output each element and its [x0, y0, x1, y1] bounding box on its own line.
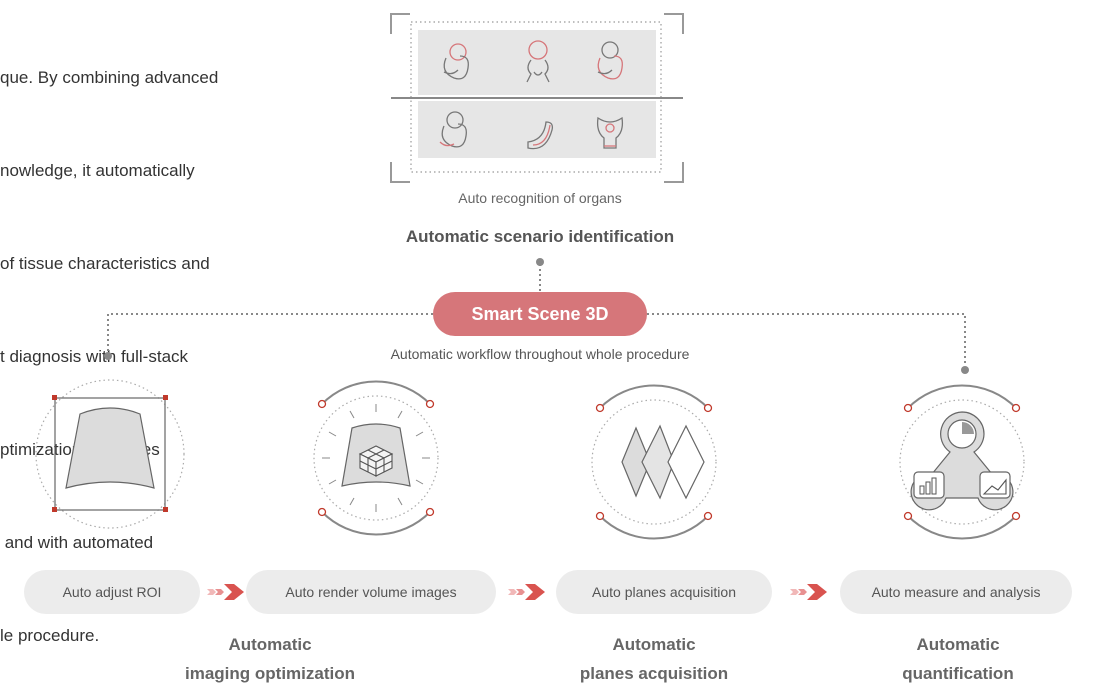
workflow-caption: Automatic workflow throughout whole proc…: [390, 346, 690, 362]
uterus-icon: [596, 116, 624, 149]
organ-panel: [390, 13, 684, 183]
smart-scene-3d-label: Smart Scene 3D: [433, 292, 647, 336]
arrow-right-icon: [207, 584, 244, 600]
fetus-icon: [443, 43, 469, 80]
analysis-chart-icon: [899, 384, 1025, 540]
step-auto-measure-analysis: Auto measure and analysis: [840, 570, 1072, 614]
fetus-icon: [597, 41, 623, 80]
intro-line: and with automated: [0, 533, 154, 552]
planes-icon: [591, 384, 717, 540]
intro-line: le procedure.: [0, 626, 100, 645]
fetus-icon: [439, 111, 467, 148]
category-planes-acquisition: Automatic planes acquisition: [524, 630, 784, 688]
category-line: Automatic: [916, 635, 1000, 654]
scenario-title: Automatic scenario identification: [405, 227, 675, 246]
roi-icon: [35, 379, 185, 529]
arrow-right-icon: [790, 584, 827, 600]
category-imaging-optimization: Automatic imaging optimization: [140, 630, 400, 688]
placenta-icon: [527, 121, 554, 150]
category-line: planes acquisition: [579, 664, 729, 683]
arrow-right-icon: [508, 584, 545, 600]
category-line: Automatic: [612, 635, 696, 654]
category-quantification: Automatic quantification: [828, 630, 1088, 688]
intro-line: t diagnosis with full-stack: [0, 347, 189, 366]
intro-line: que. By combining advanced: [0, 68, 219, 87]
step-auto-planes-acquisition: Auto planes acquisition: [556, 570, 772, 614]
category-line: Automatic: [228, 635, 312, 654]
connectors: [107, 264, 966, 366]
intro-line: of tissue characteristics and: [0, 254, 210, 273]
step-auto-render-volume: Auto render volume images: [246, 570, 496, 614]
fetus-icon: [526, 40, 550, 83]
step-auto-adjust-roi: Auto adjust ROI: [24, 570, 200, 614]
connector-dot: [104, 352, 112, 360]
intro-line: nowledge, it automatically: [0, 161, 195, 180]
organs-caption: Auto recognition of organs: [458, 190, 622, 206]
volume-cube-icon: [313, 380, 439, 536]
category-line: imaging optimization: [185, 664, 355, 683]
connector-dot: [536, 258, 544, 266]
connector-dot: [961, 366, 969, 374]
category-line: quantification: [902, 664, 1014, 683]
intro-paragraph: que. By combining advanced nowledge, it …: [0, 0, 300, 682]
